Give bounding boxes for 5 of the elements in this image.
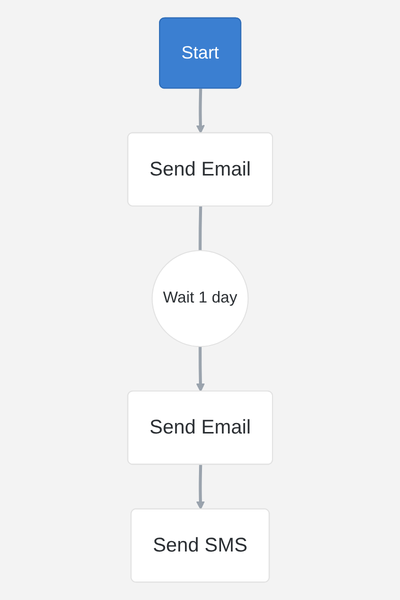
node-circle: Wait 1 day xyxy=(152,250,248,348)
connector xyxy=(198,206,202,250)
arrow xyxy=(196,464,205,510)
arrow xyxy=(196,88,205,134)
arrow xyxy=(196,346,205,392)
